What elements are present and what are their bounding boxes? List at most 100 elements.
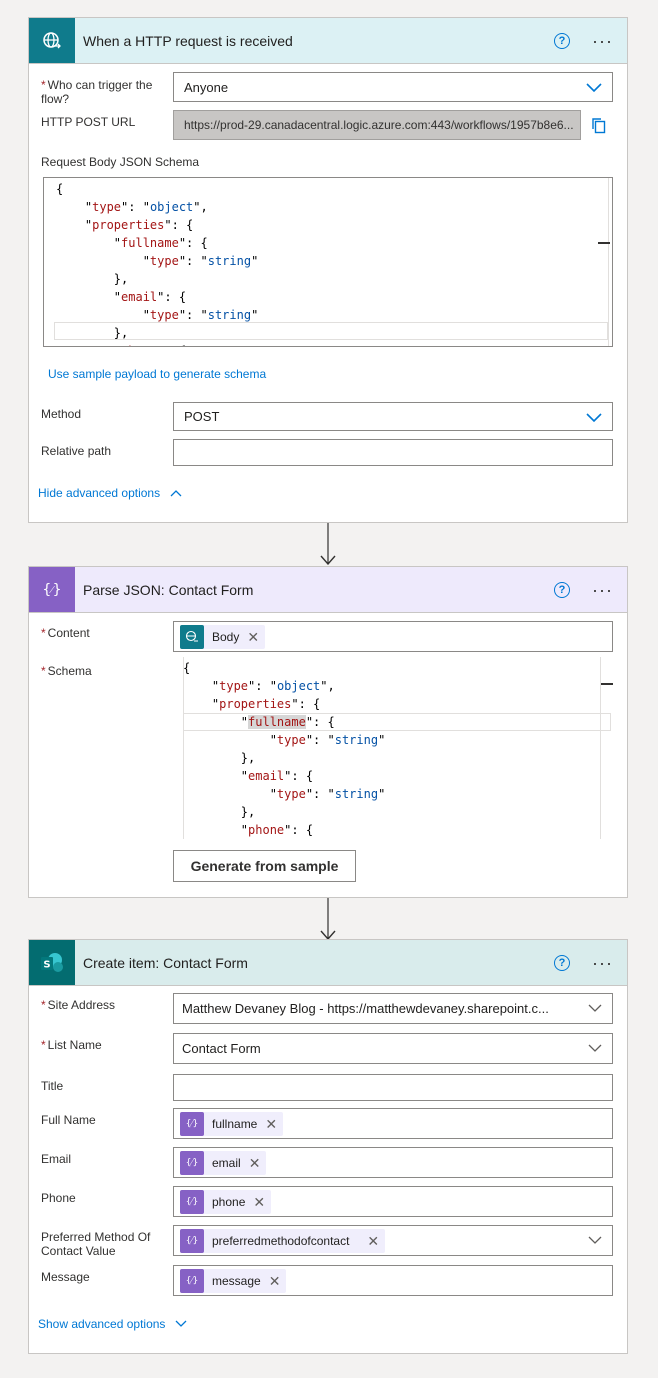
body-token[interactable]: Body ✕ bbox=[180, 624, 266, 649]
site-address-dropdown[interactable]: Matthew Devaney Blog - https://matthewde… bbox=[173, 993, 613, 1024]
remove-token-icon[interactable]: ✕ bbox=[253, 1193, 266, 1210]
connector-arrow bbox=[320, 523, 336, 565]
current-line-highlight bbox=[183, 713, 611, 731]
list-name-row: *List Name Contact Form bbox=[41, 1033, 613, 1065]
list-name-value: Contact Form bbox=[182, 1041, 261, 1056]
schema-code: { "type": "object", "properties": { "ful… bbox=[56, 182, 259, 346]
full-name-field[interactable]: {⁄} fullname ✕ bbox=[173, 1108, 613, 1139]
schema-label: *Schema bbox=[41, 664, 92, 678]
chevron-down-icon bbox=[588, 1004, 602, 1012]
site-address-label: *Site Address bbox=[41, 998, 116, 1012]
message-row: Message {⁄} message ✕ bbox=[41, 1265, 613, 1297]
parse-json-icon: {⁄} bbox=[180, 1111, 204, 1136]
parse-schema-editor[interactable]: { "type": "object", "properties": { "ful… bbox=[173, 657, 613, 839]
copy-icon[interactable] bbox=[591, 117, 607, 135]
phone-token[interactable]: {⁄} phone ✕ bbox=[180, 1189, 272, 1214]
remove-token-icon[interactable]: ✕ bbox=[367, 1232, 380, 1249]
parse-json-header[interactable]: {⁄} Parse JSON: Contact Form ? ··· bbox=[29, 567, 627, 613]
chevron-down-icon bbox=[588, 1236, 602, 1244]
content-label: *Content bbox=[41, 626, 90, 640]
preferred-method-dropdown[interactable]: {⁄} preferredmethodofcontact ✕ bbox=[173, 1225, 613, 1256]
content-field[interactable]: Body ✕ bbox=[173, 621, 613, 652]
parse-schema-code: { "type": "object", "properties": { "ful… bbox=[183, 661, 386, 837]
list-name-dropdown[interactable]: Contact Form bbox=[173, 1033, 613, 1064]
connector-arrow bbox=[320, 898, 336, 940]
who-can-trigger-dropdown[interactable]: Anyone bbox=[173, 72, 613, 102]
chevron-down-icon bbox=[588, 1044, 602, 1052]
create-item-card: S Create item: Contact Form ? ··· *Site … bbox=[28, 939, 628, 1354]
site-address-value: Matthew Devaney Blog - https://matthewde… bbox=[182, 1001, 549, 1016]
editor-gutter bbox=[183, 657, 184, 839]
scrollbar-thumb[interactable] bbox=[598, 242, 610, 244]
schema-editor[interactable]: { "type": "object", "properties": { "ful… bbox=[43, 177, 613, 347]
scrollbar-thumb[interactable] bbox=[601, 683, 613, 685]
email-field[interactable]: {⁄} email ✕ bbox=[173, 1147, 613, 1178]
parse-json-card: {⁄} Parse JSON: Contact Form ? ··· *Cont… bbox=[28, 566, 628, 898]
parse-json-icon: {⁄} bbox=[29, 567, 75, 612]
remove-token-icon[interactable]: ✕ bbox=[265, 1115, 278, 1132]
create-item-title: Create item: Contact Form bbox=[83, 954, 248, 971]
http-url-field[interactable]: https://prod-29.canadacentral.logic.azur… bbox=[173, 110, 581, 140]
http-globe-icon bbox=[29, 18, 75, 63]
method-value: POST bbox=[184, 409, 220, 424]
parse-json-title: Parse JSON: Contact Form bbox=[83, 581, 254, 598]
email-row: Email {⁄} email ✕ bbox=[41, 1147, 613, 1179]
preferred-method-row: Preferred Method Of Contact Value {⁄} pr… bbox=[41, 1225, 613, 1258]
relative-path-row: Relative path bbox=[41, 439, 613, 469]
remove-token-icon[interactable]: ✕ bbox=[268, 1272, 281, 1289]
who-can-trigger-value: Anyone bbox=[184, 79, 229, 95]
relative-path-label: Relative path bbox=[41, 444, 112, 458]
more-options-icon[interactable]: ··· bbox=[592, 952, 613, 973]
show-advanced-options-link[interactable]: Show advanced options bbox=[38, 1317, 187, 1331]
parse-json-icon: {⁄} bbox=[180, 1189, 204, 1214]
chevron-down-icon bbox=[586, 83, 602, 93]
http-trigger-header[interactable]: When a HTTP request is received ? ··· bbox=[29, 18, 627, 64]
http-trigger-card: When a HTTP request is received ? ··· *W… bbox=[28, 17, 628, 523]
email-label: Email bbox=[41, 1152, 72, 1166]
preferredmethodofcontact-token[interactable]: {⁄} preferredmethodofcontact ✕ bbox=[180, 1228, 386, 1253]
chevron-down-icon bbox=[175, 1320, 187, 1327]
phone-field[interactable]: {⁄} phone ✕ bbox=[173, 1186, 613, 1217]
phone-label: Phone bbox=[41, 1191, 76, 1205]
schema-label: Request Body JSON Schema bbox=[41, 155, 200, 169]
current-line-highlight bbox=[54, 322, 608, 340]
message-label: Message bbox=[41, 1270, 90, 1284]
parse-json-icon: {⁄} bbox=[180, 1150, 204, 1175]
scrollbar-track[interactable] bbox=[608, 178, 612, 346]
content-row: *Content Body ✕ bbox=[41, 621, 613, 653]
sharepoint-icon: S bbox=[29, 940, 75, 985]
site-address-row: *Site Address Matthew Devaney Blog - htt… bbox=[41, 993, 613, 1025]
scrollbar-track[interactable] bbox=[600, 657, 601, 839]
use-sample-payload-link[interactable]: Use sample payload to generate schema bbox=[48, 367, 267, 381]
http-url-label: HTTP POST URL bbox=[41, 115, 136, 129]
title-label: Title bbox=[41, 1079, 64, 1093]
help-icon[interactable]: ? bbox=[554, 581, 571, 598]
create-item-header[interactable]: S Create item: Contact Form ? ··· bbox=[29, 940, 627, 986]
svg-text:S: S bbox=[43, 959, 50, 970]
hide-advanced-options-link[interactable]: Hide advanced options bbox=[38, 486, 182, 500]
chevron-down-icon bbox=[586, 413, 602, 423]
help-icon[interactable]: ? bbox=[554, 32, 571, 49]
method-dropdown[interactable]: POST bbox=[173, 402, 613, 431]
remove-token-icon[interactable]: ✕ bbox=[247, 628, 260, 645]
more-options-icon[interactable]: ··· bbox=[592, 30, 613, 51]
more-options-icon[interactable]: ··· bbox=[592, 579, 613, 600]
chevron-up-icon bbox=[170, 490, 182, 497]
fullname-token[interactable]: {⁄} fullname ✕ bbox=[180, 1111, 284, 1136]
http-trigger-title: When a HTTP request is received bbox=[83, 32, 293, 49]
relative-path-input[interactable] bbox=[173, 439, 613, 466]
list-name-label: *List Name bbox=[41, 1038, 102, 1052]
help-icon[interactable]: ? bbox=[554, 954, 571, 971]
full-name-row: Full Name {⁄} fullname ✕ bbox=[41, 1108, 613, 1140]
email-token[interactable]: {⁄} email ✕ bbox=[180, 1150, 267, 1175]
parse-json-icon: {⁄} bbox=[180, 1228, 204, 1253]
message-token[interactable]: {⁄} message ✕ bbox=[180, 1268, 287, 1293]
preferred-method-label: Preferred Method Of Contact Value bbox=[41, 1230, 151, 1258]
method-row: Method POST bbox=[41, 402, 613, 434]
title-input[interactable] bbox=[173, 1074, 613, 1101]
who-can-trigger-label: *Who can trigger the flow? bbox=[41, 78, 153, 106]
remove-token-icon[interactable]: ✕ bbox=[248, 1154, 261, 1171]
generate-from-sample-button[interactable]: Generate from sample bbox=[173, 850, 356, 882]
method-label: Method bbox=[41, 407, 82, 421]
message-field[interactable]: {⁄} message ✕ bbox=[173, 1265, 613, 1296]
